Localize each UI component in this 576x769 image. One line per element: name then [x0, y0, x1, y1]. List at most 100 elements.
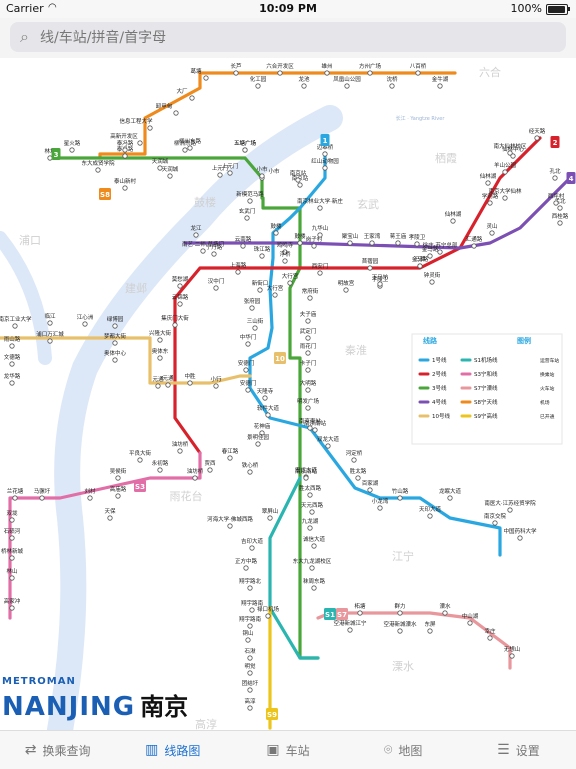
l1-station[interactable]: 小龙湾 [372, 497, 389, 505]
s3-station[interactable]: 油坊桥 [187, 467, 204, 475]
l3-station[interactable]: 泰冯路 [117, 139, 134, 147]
s9-station[interactable]: 铜山 [242, 629, 253, 637]
s8-station[interactable]: 高新开发区 [110, 132, 138, 140]
l10-station[interactable]: 浦口万汇城 [36, 330, 64, 338]
s3-station[interactable]: 桥林新城 [1, 547, 24, 555]
l4-station[interactable]: 岗子村 [306, 235, 323, 243]
s8-station[interactable]: 六合开发区 [266, 62, 294, 70]
l2-station[interactable]: 仙林中心 [502, 145, 525, 153]
search-input[interactable] [38, 25, 542, 51]
s3-station[interactable]: 石碛河 [4, 527, 21, 535]
l1-station[interactable]: 三山街 [247, 317, 264, 325]
l2-station[interactable]: 金马路 [412, 255, 429, 263]
s8-station[interactable]: 五塘广场 [234, 139, 257, 147]
search-box[interactable]: ⌕ [10, 22, 566, 52]
l3-station[interactable]: 诚信大道 [303, 535, 326, 543]
l10-station[interactable]: 安德门 [240, 379, 257, 387]
l1-station[interactable]: 迈皋桥 [317, 143, 334, 151]
l1-station[interactable]: 龙眠大道 [439, 487, 462, 495]
s7-station[interactable]: 中山湖 [462, 612, 479, 620]
line-badge-text[interactable]: S8 [100, 191, 110, 199]
l3-station[interactable]: 上元门 [212, 164, 229, 172]
l3-station[interactable]: 常府街 [302, 287, 319, 295]
s9-station[interactable]: 翔宇路南 [239, 615, 262, 623]
l4-station[interactable]: 西桂路 [552, 212, 569, 220]
line-badge-text[interactable]: 10 [275, 355, 285, 363]
s9-station[interactable]: 石湫 [244, 647, 256, 655]
l3-station[interactable]: 天润城 [152, 157, 169, 165]
s3-station[interactable]: 高庙路 [110, 485, 127, 493]
s3-station[interactable]: 兰花塘 [7, 487, 24, 495]
l4-station[interactable]: 金马路 [422, 245, 439, 253]
line-badge-text[interactable]: S7 [337, 611, 347, 619]
s7-station[interactable]: 空港新城溧水 [383, 620, 417, 628]
metro-map-svg[interactable]: 长江 · Yangtze River六合栖霞鼓楼玄武浦口建邺秦淮雨花台江宁溧水高… [0, 58, 576, 730]
s8-station[interactable]: 龙池 [298, 75, 310, 83]
s1-station[interactable]: 正方中路 [235, 557, 258, 565]
l4-station[interactable]: 云南路 [235, 235, 252, 243]
l10-station[interactable]: 小行 [210, 375, 222, 383]
s3-station[interactable]: 刘村 [84, 487, 96, 495]
l1-station[interactable]: 花神庙 [254, 422, 271, 430]
s8-station[interactable]: 长芦 [230, 62, 242, 70]
s3-station[interactable]: 林山 [6, 567, 17, 575]
s1-station[interactable]: 河海大学·佛城西路 [207, 515, 253, 523]
extra-station[interactable]: 孔北 [549, 167, 561, 175]
tab-map[interactable]: ⌾ 地图 [346, 731, 461, 769]
s8-station[interactable]: 凤凰山公园 [333, 75, 361, 83]
l1-station[interactable]: 软件大道 [257, 404, 280, 412]
s3-station[interactable]: 吴侯街 [110, 467, 127, 475]
s8-station[interactable]: 化工园 [250, 75, 267, 83]
l2-station[interactable]: 苜蓿园 [362, 257, 379, 265]
l4-station[interactable]: 鼓楼 [294, 232, 306, 240]
line-badge-text[interactable]: S9 [267, 711, 277, 719]
s7-station[interactable]: 幸庄 [484, 627, 496, 635]
l3-station[interactable]: 秣周东路 [303, 577, 326, 585]
s8-station[interactable]: 雄州 [321, 62, 332, 70]
l1-station[interactable]: 南京交院 [484, 512, 507, 520]
extra-station[interactable]: 春江路 [222, 447, 239, 455]
l3-station[interactable]: 卡子门 [300, 359, 317, 367]
l10-station[interactable]: 文德路 [4, 353, 21, 361]
l1-station[interactable]: 张府园 [244, 297, 261, 305]
line-badge-text[interactable]: S3 [135, 483, 145, 491]
l10-station[interactable]: 绿博园 [107, 315, 124, 323]
tab-stations[interactable]: ▣ 车站 [230, 731, 345, 769]
l3-station[interactable]: 武定门 [300, 327, 317, 335]
l3-station[interactable]: 南京南站 [299, 417, 322, 425]
l2-station[interactable]: 钟灵街 [424, 271, 441, 279]
l10-station[interactable]: 雨山路 [4, 335, 21, 343]
l3-station[interactable]: 九龙湖 [302, 517, 319, 525]
l1-station[interactable]: 鼓楼 [270, 222, 282, 230]
s3-station[interactable]: 永初路 [152, 459, 169, 467]
s9-station[interactable]: 高淳 [244, 697, 256, 705]
s7-station[interactable]: 东屏 [424, 620, 436, 628]
l3-station[interactable]: 大行宫 [267, 284, 284, 292]
s7-station[interactable]: 空港新城江宁 [333, 619, 367, 627]
extra-station[interactable]: 铁心桥 [242, 461, 259, 469]
l2-station[interactable]: 汉中门 [208, 277, 225, 285]
extra-station[interactable]: 宁丹路 [206, 243, 223, 251]
l2-station[interactable]: 兴隆大街 [149, 329, 172, 337]
line-badge-text[interactable]: 2 [553, 139, 558, 147]
s8-station[interactable]: 天润城 [162, 165, 179, 173]
l4-station[interactable]: 王家湾 [364, 232, 381, 240]
l10-station[interactable]: 梦都大街 [104, 332, 127, 340]
s3-station[interactable]: 天保 [104, 507, 116, 515]
l3-station[interactable]: 五塘广场 [234, 139, 257, 147]
l2-station[interactable]: 云锦路 [172, 293, 189, 301]
s1-station[interactable]: 南京南站 [295, 467, 318, 475]
l4-station[interactable]: 仙林湖 [445, 210, 462, 218]
s7-station[interactable]: 无想山 [504, 645, 521, 653]
s9-station[interactable]: 明觉 [244, 662, 256, 670]
l1-station[interactable]: 安德门 [238, 359, 255, 367]
s8-station[interactable]: 金牛湖 [432, 75, 449, 83]
l4-station[interactable]: 九华山 [312, 224, 329, 232]
l2-station[interactable]: 集庆门大街 [161, 314, 189, 322]
s8-station[interactable]: 柳州东路 [179, 137, 202, 145]
l4-station[interactable]: 汇通路 [466, 235, 483, 243]
l4-station[interactable]: 灵山 [486, 222, 497, 230]
l2-station[interactable]: 经天路 [529, 127, 546, 135]
l3-station[interactable]: 浮桥 [279, 250, 291, 258]
l1-station[interactable]: 红山动物园 [311, 157, 339, 165]
